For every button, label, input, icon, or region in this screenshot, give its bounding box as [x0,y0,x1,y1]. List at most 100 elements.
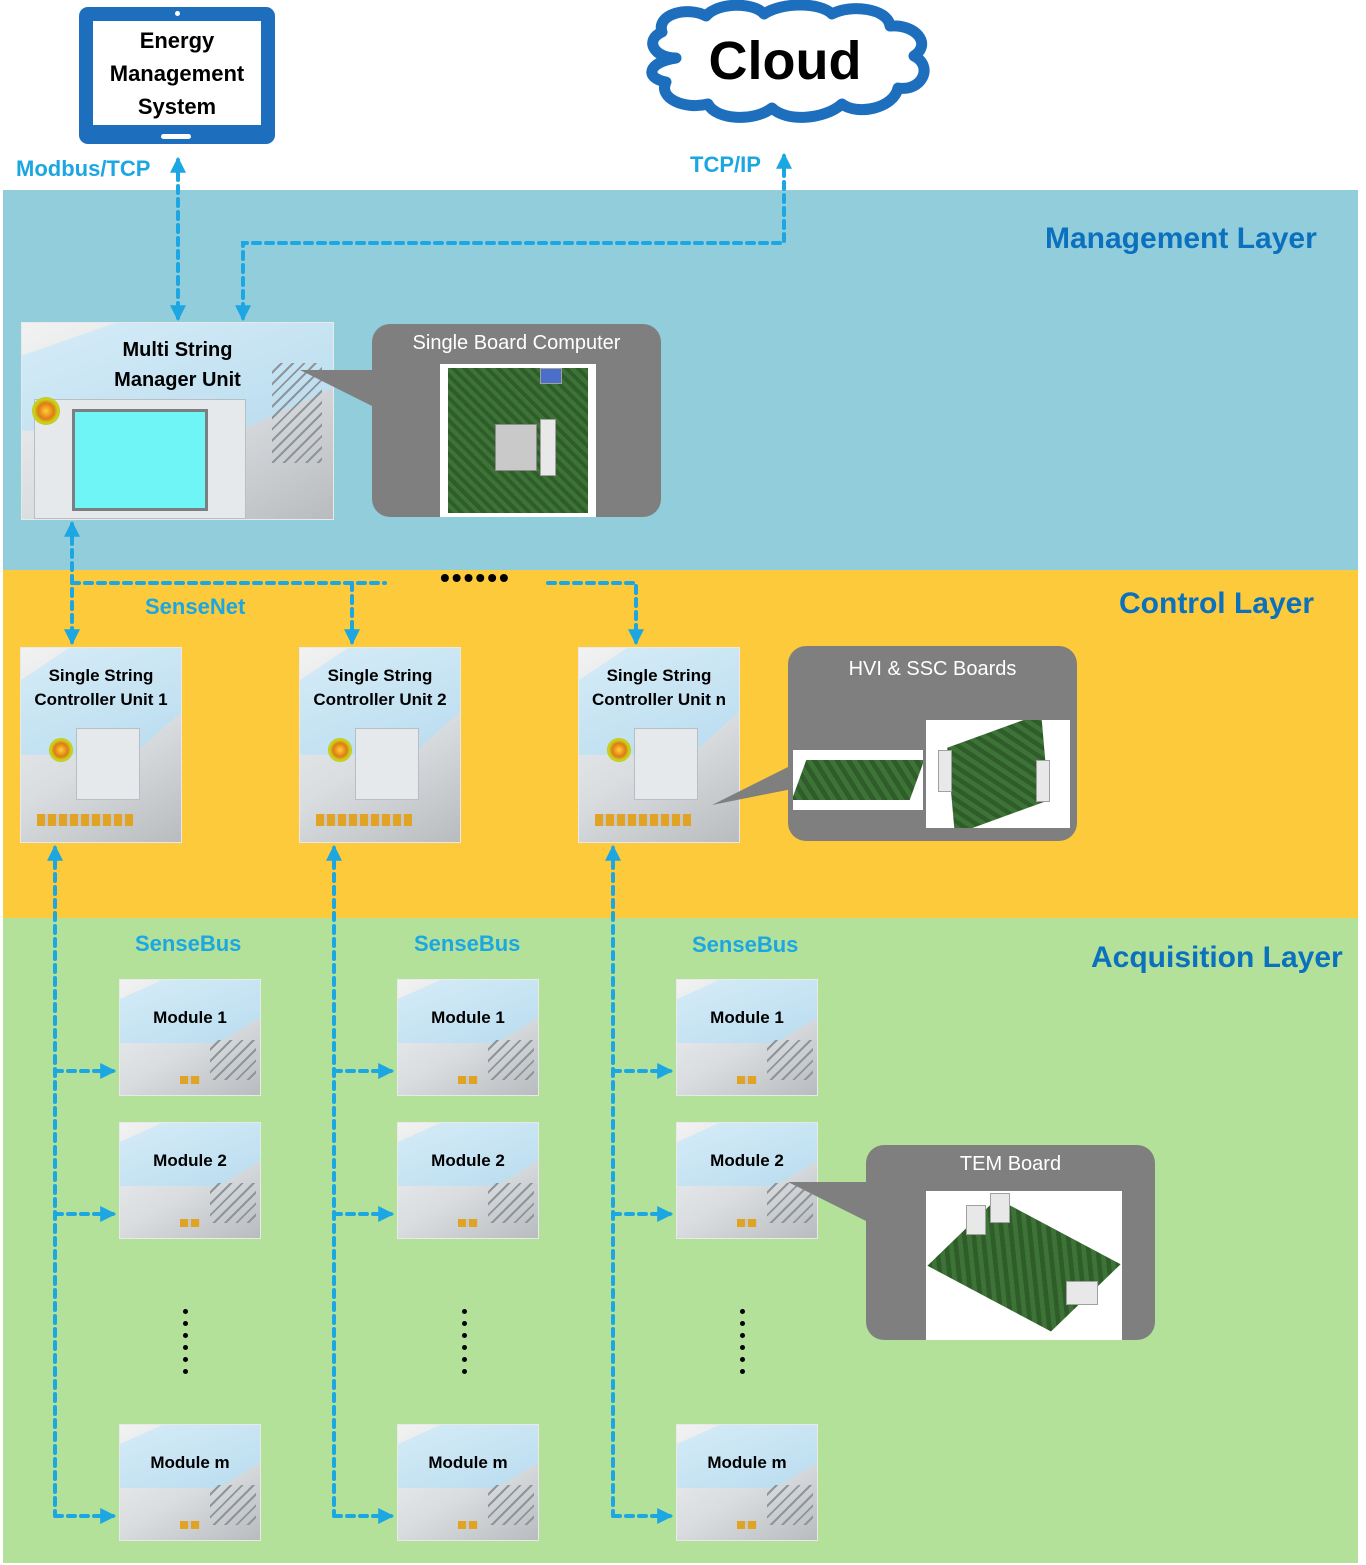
tem-callout: TEM Board [866,1145,1155,1340]
msmu-label: Multi String Manager Unit [22,335,333,395]
connector-ports-icon [37,814,133,826]
module-vent-icon [488,1183,534,1223]
sensebus-label-3: SenseBus [692,932,799,957]
emergency-stop-icon [49,738,73,762]
acquisition-layer-title: Acquisition Layer [1091,941,1343,974]
connector [938,750,952,792]
ssc-board-image [926,720,1070,828]
sscu-label-line: Controller Unit n [591,690,727,709]
sensebus-label-1: SenseBus [135,931,242,956]
battery-module: Module 1 [676,979,818,1096]
battery-module: Module 1 [119,979,261,1096]
sscu-label-line: Single String [327,666,433,685]
ram-slot [540,419,556,476]
battery-module: Module 1 [397,979,539,1096]
sbc-callout: Single Board Computer [372,324,661,517]
cloud-icon [646,0,930,123]
ems-label: Energy Management System [110,24,244,123]
module-vent-icon [210,1040,256,1080]
vent-slots-icon [272,363,322,463]
modbus-tcp-label: Modbus/TCP [16,156,151,181]
tem-callout-title: TEM Board [959,1153,1062,1175]
module-connector-icon [180,1219,200,1227]
single-string-controller-unit-1: Single String Controller Unit 1 [20,647,182,843]
sensenet-label: SenseNet [145,594,246,619]
battery-module: Module 2 [119,1122,261,1239]
module-label: Module 2 [710,1151,784,1170]
msmu-label-line: Multi String [122,339,233,361]
tcp-ip-label: TCP/IP [690,152,761,177]
single-string-controller-unit-n: Single String Controller Unit n [578,647,740,843]
module-connector-icon [737,1076,757,1084]
battery-module: Module m [397,1424,539,1541]
module-label: Module 1 [153,1008,227,1027]
battery-module: Module 2 [676,1122,818,1239]
more-modules-ellipsis-2 [462,1309,468,1381]
cloud-label: Cloud [708,31,862,91]
connector-ports-icon [595,814,691,826]
multi-string-manager-unit: Multi String Manager Unit [21,322,334,520]
module-label: Module 1 [710,1008,784,1027]
module-connector-icon [180,1521,200,1529]
pcb-board [947,720,1049,828]
sscu-label-line: Controller Unit 1 [34,690,168,709]
connector [990,1193,1010,1223]
emergency-stop-icon [328,738,352,762]
ems-screen: Energy Management System [93,21,261,125]
module-connector-icon [458,1219,478,1227]
heatsink [495,424,537,471]
module-vent-icon [767,1485,813,1525]
pcb-board [927,1198,1121,1332]
hvi-board-image [793,750,923,810]
ems-label-line: Energy [139,27,215,53]
msmu-label-line: Manager Unit [114,369,241,391]
single-board-computer-image [440,364,596,517]
module-label: Module 1 [431,1008,505,1027]
module-label: Module 2 [153,1151,227,1170]
control-layer-title: Control Layer [1119,587,1315,620]
tablet-home-button [161,134,191,139]
control-panel [634,728,698,800]
tem-board-image [926,1191,1122,1340]
control-panel [76,728,140,800]
touch-screen-icon [72,409,208,511]
module-vent-icon [488,1040,534,1080]
module-vent-icon [488,1485,534,1525]
control-panel [355,728,419,800]
module-connector-icon [458,1521,478,1529]
module-label: Module m [150,1453,230,1472]
sensebus-label-2: SenseBus [414,931,521,956]
connector [966,1205,986,1235]
vga-port [540,368,562,384]
sscu-label-line: Single String [48,666,154,685]
module-label: Module 2 [431,1151,505,1170]
management-layer-title: Management Layer [1045,222,1317,255]
module-connector-icon [737,1521,757,1529]
energy-management-system-tablet-icon: Energy Management System [79,7,275,144]
sscu-label-line: Single String [606,666,712,685]
connector-ports-icon [316,814,412,826]
emergency-stop-icon [32,397,60,425]
emergency-stop-icon [607,738,631,762]
more-modules-ellipsis-1 [183,1309,189,1381]
sscu-label: Single String Controller Unit 1 [21,664,181,712]
single-string-controller-unit-2: Single String Controller Unit 2 [299,647,461,843]
module-label: Module m [707,1453,787,1472]
module-vent-icon [210,1485,256,1525]
module-connector-icon [458,1076,478,1084]
module-vent-icon [210,1183,256,1223]
battery-module: Module m [676,1424,818,1541]
battery-module: Module m [119,1424,261,1541]
connector [1036,760,1050,802]
ems-label-line: System [137,93,217,119]
battery-module: Module 2 [397,1122,539,1239]
tablet-camera [175,11,180,16]
connector [1066,1281,1098,1305]
module-vent-icon [767,1040,813,1080]
ems-label-line: Management [109,60,245,86]
sscu-label: Single String Controller Unit n [579,664,739,712]
more-controllers-ellipsis: •••••• [440,562,511,593]
hvi-ssc-callout: HVI & SSC Boards [788,646,1077,841]
sbc-callout-title: Single Board Computer [412,332,621,354]
module-label: Module m [428,1453,508,1472]
